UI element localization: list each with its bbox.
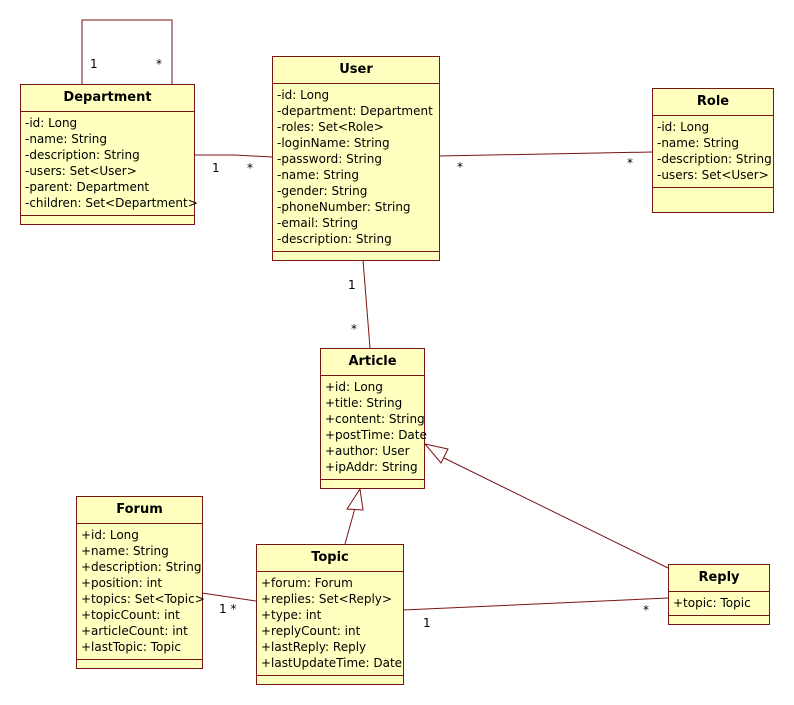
multiplicity-label: * — [351, 322, 357, 336]
multiplicity-label: 1 * — [219, 602, 237, 616]
reply-operations — [669, 616, 769, 626]
attribute: -users: Set<User> — [25, 164, 137, 178]
department-operations — [21, 216, 194, 226]
article-class[interactable]: Article +id: Long +title: String +conten… — [320, 348, 427, 490]
department-attributes: -id: Long -name: String -description: St… — [21, 112, 198, 216]
user-class[interactable]: User -id: Long -department: Department -… — [272, 56, 440, 261]
attribute: -parent: Department — [25, 180, 150, 194]
article-operations — [321, 480, 424, 490]
attribute: -children: Set<Department> — [25, 196, 198, 210]
user-operations — [273, 252, 439, 262]
user-article-association — [362, 259, 371, 349]
attribute: +articleCount: int — [81, 624, 188, 638]
attribute: +content: String — [325, 412, 425, 426]
reply-class[interactable]: Reply +topic: Topic — [668, 564, 770, 625]
attribute: +id: Long — [325, 380, 383, 394]
attribute: +replyCount: int — [261, 624, 361, 638]
forum-attributes: +id: Long +name: String +description: St… — [77, 524, 205, 660]
attribute: -email: String — [277, 216, 359, 230]
attribute: +replies: Set<Reply> — [261, 592, 392, 606]
user-attributes: -id: Long -department: Department -roles… — [273, 84, 439, 252]
attribute: -id: Long — [277, 88, 330, 102]
forum-class[interactable]: Forum +id: Long +name: String +descripti… — [76, 496, 205, 670]
attribute: +author: User — [325, 444, 410, 458]
attribute: -phoneNumber: String — [277, 200, 411, 214]
topic-attributes: +forum: Forum +replies: Set<Reply> +type… — [257, 572, 403, 676]
article-attributes: +id: Long +title: String +content: Strin… — [321, 376, 427, 480]
multiplicity-label: 1 — [423, 616, 431, 630]
topic-reply-association — [402, 597, 669, 611]
role-class-name: Role — [653, 89, 773, 116]
attribute: +name: String — [81, 544, 169, 558]
article-class-name: Article — [321, 349, 424, 376]
attribute: +title: String — [325, 396, 403, 410]
attribute: +ipAddr: String — [325, 460, 418, 474]
attribute: +position: int — [81, 576, 163, 590]
attribute: -gender: String — [277, 184, 368, 198]
attribute: -id: Long — [25, 116, 78, 130]
attribute: -name: String — [657, 136, 740, 150]
department-class-name: Department — [21, 85, 194, 112]
attribute: -description: String — [277, 232, 392, 246]
reply-attributes: +topic: Topic — [669, 592, 769, 616]
attribute: -loginName: String — [277, 136, 390, 150]
attribute: +lastUpdateTime: Date — [261, 656, 403, 670]
forum-topic-association — [201, 592, 257, 602]
department-class[interactable]: Department -id: Long -name: String -desc… — [20, 84, 198, 226]
attribute: +lastReply: Reply — [261, 640, 367, 654]
multiplicity-label: * — [643, 603, 649, 617]
attribute: -roles: Set<Role> — [277, 120, 384, 134]
multiplicity-label: 1 — [348, 278, 356, 292]
attribute: +description: String — [81, 560, 202, 574]
topic-class-name: Topic — [257, 545, 403, 572]
multiplicity-label: * — [457, 160, 463, 174]
reply-article-generalization — [439, 455, 669, 569]
multiplicity-label: * — [156, 57, 162, 71]
attribute: -name: String — [25, 132, 108, 146]
attribute: +id: Long — [81, 528, 139, 542]
attribute: +postTime: Date — [325, 428, 427, 442]
attribute: -description: String — [657, 152, 772, 166]
attribute: +topics: Set<Topic> — [81, 592, 205, 606]
attribute: -description: String — [25, 148, 140, 162]
forum-operations — [77, 660, 202, 670]
attribute: -id: Long — [657, 120, 710, 134]
role-class[interactable]: Role -id: Long -name: String -descriptio… — [652, 88, 774, 213]
topic-operations — [257, 676, 403, 686]
user-role-association — [438, 151, 653, 157]
attribute: -department: Department — [277, 104, 433, 118]
attribute: +lastTopic: Topic — [81, 640, 181, 654]
attribute: +forum: Forum — [261, 576, 353, 590]
department-self-association — [81, 19, 173, 84]
reply-class-name: Reply — [669, 565, 769, 592]
reply-article-generalization-arrow — [423, 443, 449, 464]
attribute: +topicCount: int — [81, 608, 180, 622]
role-attributes: -id: Long -name: String -description: St… — [653, 116, 773, 188]
user-class-name: User — [273, 57, 439, 84]
topic-article-generalization — [344, 507, 356, 545]
multiplicity-label: * — [627, 156, 633, 170]
role-operations — [653, 188, 773, 198]
topic-article-generalization-arrow — [346, 487, 364, 511]
multiplicity-label: 1 — [212, 161, 220, 175]
topic-class[interactable]: Topic +forum: Forum +replies: Set<Reply>… — [256, 544, 404, 685]
department-user-association — [194, 154, 273, 158]
attribute: +topic: Topic — [673, 596, 751, 610]
attribute: -password: String — [277, 152, 382, 166]
attribute: -name: String — [277, 168, 360, 182]
attribute: -users: Set<User> — [657, 168, 769, 182]
multiplicity-label: 1 — [90, 57, 98, 71]
forum-class-name: Forum — [77, 497, 202, 524]
attribute: +type: int — [261, 608, 322, 622]
multiplicity-label: * — [247, 161, 253, 175]
